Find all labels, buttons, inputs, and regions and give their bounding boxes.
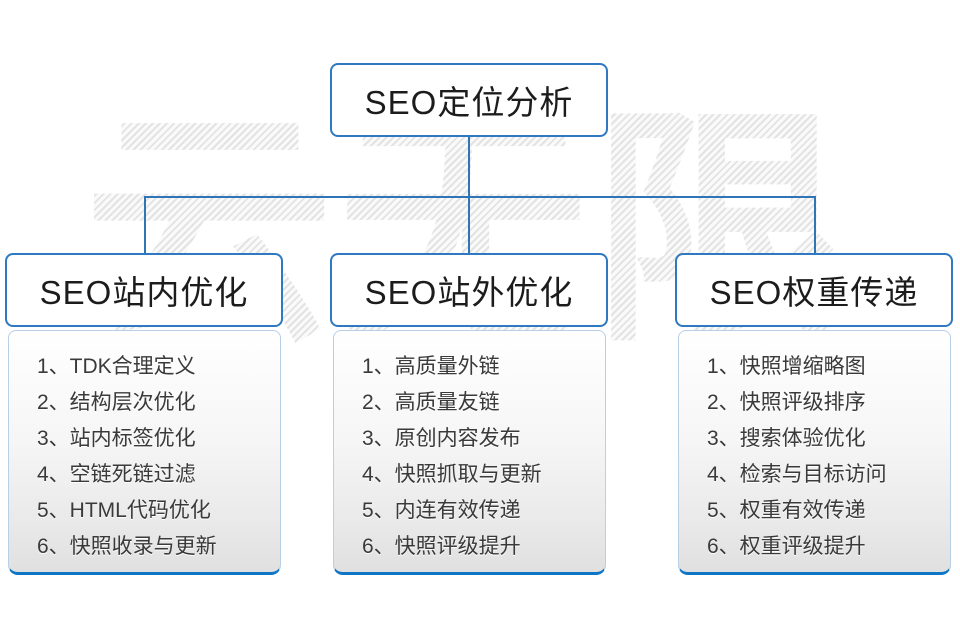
panel-weight: 1、快照增缩略图 2、快照评级排序 3、搜索体验优化 4、检索与目标访问 5、权… bbox=[678, 330, 951, 575]
branch-node-weight: SEO权重传递 bbox=[675, 253, 953, 327]
list-item: 1、TDK合理定义 bbox=[37, 355, 196, 378]
connector-left-drop bbox=[144, 197, 146, 254]
branch-node-offsite: SEO站外优化 bbox=[330, 253, 608, 327]
list-item: 1、快照增缩略图 bbox=[707, 355, 866, 378]
connector-right-drop bbox=[814, 197, 816, 254]
list-item: 2、快照评级排序 bbox=[707, 391, 866, 414]
list-item: 3、原创内容发布 bbox=[362, 427, 521, 450]
list-item: 1、高质量外链 bbox=[362, 355, 500, 378]
panel-offsite: 1、高质量外链 2、高质量友链 3、原创内容发布 4、快照抓取与更新 5、内连有… bbox=[333, 330, 606, 575]
branch-node-onsite: SEO站内优化 bbox=[5, 253, 283, 327]
list-item: 3、站内标签优化 bbox=[37, 427, 196, 450]
list-item: 6、快照收录与更新 bbox=[37, 535, 217, 558]
branch-node-weight-label: SEO权重传递 bbox=[709, 274, 919, 311]
weight-item-list: 1、快照增缩略图 2、快照评级排序 3、搜索体验优化 4、检索与目标访问 5、权… bbox=[679, 331, 950, 565]
list-item: 6、快照评级提升 bbox=[362, 535, 521, 558]
connector-root-to-center bbox=[468, 136, 470, 254]
root-node: SEO定位分析 bbox=[330, 63, 608, 137]
branch-node-onsite-label: SEO站内优化 bbox=[39, 274, 249, 311]
list-item: 5、内连有效传递 bbox=[362, 499, 521, 522]
onsite-item-list: 1、TDK合理定义 2、结构层次优化 3、站内标签优化 4、空链死链过滤 5、H… bbox=[9, 331, 280, 565]
list-item: 5、HTML代码优化 bbox=[37, 499, 211, 522]
list-item: 4、快照抓取与更新 bbox=[362, 463, 542, 486]
panel-onsite: 1、TDK合理定义 2、结构层次优化 3、站内标签优化 4、空链死链过滤 5、H… bbox=[8, 330, 281, 575]
list-item: 3、搜索体验优化 bbox=[707, 427, 866, 450]
list-item: 4、检索与目标访问 bbox=[707, 463, 887, 486]
root-node-label: SEO定位分析 bbox=[364, 84, 574, 121]
list-item: 5、权重有效传递 bbox=[707, 499, 866, 522]
offsite-item-list: 1、高质量外链 2、高质量友链 3、原创内容发布 4、快照抓取与更新 5、内连有… bbox=[334, 331, 605, 565]
list-item: 4、空链死链过滤 bbox=[37, 463, 196, 486]
list-item: 2、结构层次优化 bbox=[37, 391, 196, 414]
branch-node-offsite-label: SEO站外优化 bbox=[364, 274, 574, 311]
connector-horizontal bbox=[144, 196, 816, 198]
list-item: 2、高质量友链 bbox=[362, 391, 500, 414]
list-item: 6、权重评级提升 bbox=[707, 535, 866, 558]
